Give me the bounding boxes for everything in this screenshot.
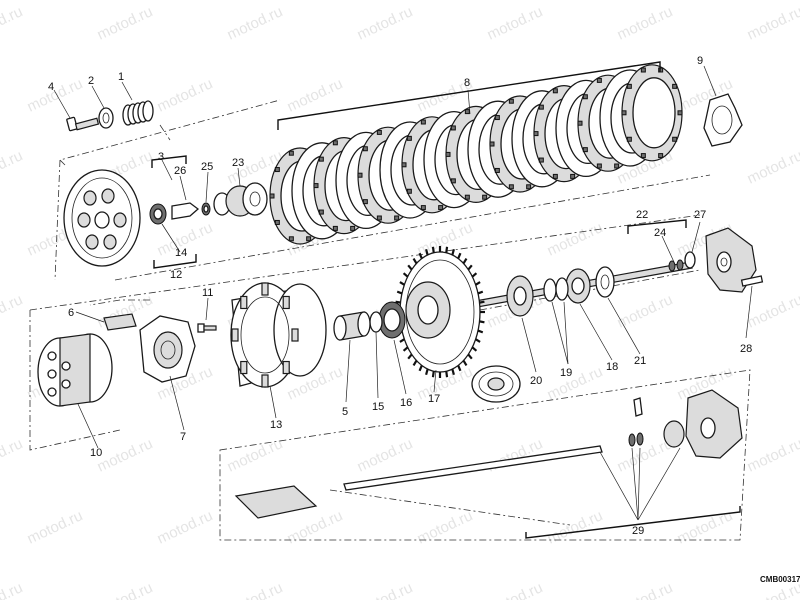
part-10-inner-hub [37, 333, 113, 407]
watermark-text: motod.ru [0, 579, 25, 600]
watermark-text: motod.ru [545, 507, 606, 547]
callout-17: 17 [428, 393, 440, 405]
watermark-text: motod.ru [545, 219, 606, 259]
part-23-spacer [213, 182, 268, 217]
part-20-bearing [506, 275, 534, 317]
callout-labels: 1 2 3 4 5 6 7 8 9 10 11 12 13 14 15 16 1… [48, 55, 752, 537]
watermark-text: motod.ru [745, 3, 800, 43]
watermark-text: motod.ru [485, 579, 546, 600]
part-14-bearing [149, 203, 167, 225]
leader-lines [53, 65, 753, 521]
watermark-text: motod.ru [485, 3, 546, 43]
clutch-plate [621, 64, 683, 162]
callout-11: 11 [202, 287, 213, 299]
part-15-ring [369, 311, 383, 333]
part-7-hub [139, 315, 196, 383]
callout-7: 7 [180, 431, 186, 443]
callout-8: 8 [464, 77, 470, 89]
callout-6: 6 [68, 307, 74, 319]
watermark-text: motod.ru [155, 75, 216, 115]
watermark-text: motod.ru [0, 291, 25, 331]
watermark-text: motod.ru [745, 147, 800, 187]
part-26-pushrod-cap [171, 202, 200, 220]
watermark-text: motod.ru [285, 507, 346, 547]
part-17-primary-gear [395, 246, 485, 378]
watermark-text: motod.ru [155, 507, 216, 547]
part-16-seal [378, 301, 406, 339]
watermark-text: motod.ru [0, 147, 25, 187]
callout-4: 4 [48, 81, 54, 93]
watermark-text: motod.ru [615, 579, 676, 600]
watermark-text: motod.ru [0, 3, 25, 43]
callout-12: 12 [170, 269, 182, 281]
part-11-bolt [197, 323, 217, 333]
watermark-text: motod.ru [415, 507, 476, 547]
callout-18: 18 [606, 361, 618, 373]
part-18-bearing [565, 268, 591, 304]
callout-3: 3 [158, 151, 164, 163]
diagram-code: CMB00317 [760, 575, 800, 584]
part-13-clutch-basket [230, 282, 327, 388]
watermark-text: motod.ru [225, 579, 286, 600]
callout-19: 19 [560, 367, 572, 379]
callout-24: 24 [654, 227, 666, 239]
part-9-retaining-ring [703, 93, 743, 147]
watermark-text: motod.ru [745, 291, 800, 331]
part-17-driven-pinion [471, 365, 521, 403]
callout-1: 1 [118, 71, 124, 83]
watermark-text: motod.ru [25, 507, 86, 547]
watermark-text: motod.ru [355, 579, 416, 600]
watermark-text: motod.ru [355, 3, 416, 43]
part-6-plate [103, 313, 137, 331]
callout-13: 13 [270, 419, 282, 431]
callout-14: 14 [175, 247, 187, 259]
part-21-bearing [595, 266, 615, 298]
callout-9: 9 [697, 55, 703, 67]
watermark-text: motod.ru [25, 75, 86, 115]
part-1-spring [122, 100, 154, 126]
callout-22: 22 [636, 209, 648, 221]
part-4-bolt [66, 116, 100, 132]
part-27-o-ring [684, 251, 696, 269]
callout-29: 29 [632, 525, 644, 537]
watermark-text: motod.ru [745, 435, 800, 475]
callout-16: 16 [400, 397, 412, 409]
callout-28: 28 [740, 343, 752, 355]
watermark-text: motod.ru [615, 3, 676, 43]
callout-2: 2 [88, 75, 94, 87]
part-25-o-ring [201, 202, 211, 216]
part-29-pushrod-kit [234, 389, 743, 519]
watermark-text: motod.ru [285, 75, 346, 115]
watermark-text: motod.ru [0, 435, 25, 475]
part-28-cover-housing [705, 227, 764, 293]
callout-21: 21 [634, 355, 646, 367]
group-brackets [151, 61, 741, 539]
callout-5: 5 [342, 406, 348, 418]
callout-15: 15 [372, 401, 384, 413]
callout-20: 20 [530, 375, 542, 387]
part-24-o-rings [668, 259, 684, 272]
watermark-text: motod.ru [545, 363, 606, 403]
callout-23: 23 [232, 157, 244, 169]
callout-10: 10 [90, 447, 102, 459]
watermark-text: motod.ru [95, 435, 156, 475]
part-8-clutch-plates [269, 64, 683, 245]
callout-25: 25 [201, 161, 213, 173]
callout-26: 26 [174, 165, 186, 177]
part-12-pressure-plate [63, 169, 141, 267]
part-19-washers [543, 277, 569, 302]
watermark-text: motod.ru [225, 3, 286, 43]
watermark-text: motod.ru [355, 435, 416, 475]
part-5-bushing [333, 311, 371, 341]
callout-27: 27 [694, 209, 706, 221]
watermark-text: motod.ru [95, 3, 156, 43]
watermark-text: motod.ru [95, 579, 156, 600]
part-2-washer [98, 107, 114, 129]
